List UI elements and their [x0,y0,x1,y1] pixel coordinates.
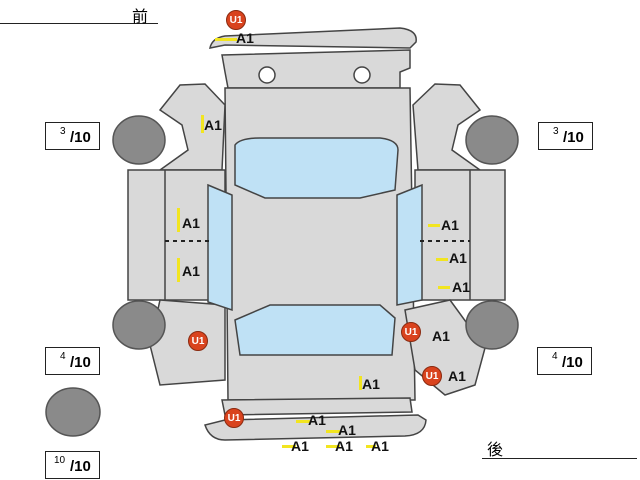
tread-value: 3 [60,126,66,137]
front-grille [221,49,411,89]
scratch-label: A1 [335,438,353,454]
tread-value: 4 [552,351,558,362]
tire-rear-right [465,300,519,350]
front-bumper [209,27,417,49]
right-headlight [353,66,371,84]
scratch-label: A1 [204,117,222,133]
rear-underline [482,458,637,459]
tire-spare [45,387,101,437]
tire-tread-spare: 10/10 [45,451,100,479]
scratch-bar [177,258,180,282]
tread-max: /10 [70,354,91,371]
scratch-bar [438,286,450,289]
right-window [396,183,423,306]
rear-bumper [204,414,427,441]
scratch-label: A1 [182,215,200,231]
dent-marker: U1 [226,10,246,30]
scratch-bar [201,115,204,133]
tread-value: 4 [60,351,66,362]
left-window [207,183,233,312]
scratch-bar [296,420,310,423]
scratch-bar [177,208,180,232]
scratch-label: A1 [448,368,466,384]
dent-marker: U1 [224,408,244,428]
tread-max: /10 [70,458,91,475]
front-underline [0,23,158,24]
scratch-label: A1 [362,376,380,392]
dent-marker: U1 [188,331,208,351]
scratch-label: A1 [449,250,467,266]
dent-marker: U1 [422,366,442,386]
tread-max: /10 [70,129,91,146]
front-label: 前 [132,9,149,26]
rear-label: 後 [487,442,504,459]
tire-tread-front-right: 3/10 [538,122,593,150]
scratch-bar [359,376,362,390]
scratch-bar [428,224,440,227]
scratch-bar [436,258,448,261]
scratch-label: A1 [182,263,200,279]
rear-window [234,304,396,356]
tread-max: /10 [562,354,583,371]
scratch-label: A1 [236,30,254,46]
scratch-bar [366,445,376,448]
scratch-label: A1 [291,438,309,454]
scratch-bar [215,38,237,41]
tire-tread-front-left: 3/10 [45,122,100,150]
tire-tread-rear-right: 4/10 [537,347,592,375]
scratch-label: A1 [308,412,326,428]
left-rear-fender [149,299,226,386]
dent-marker: U1 [401,322,421,342]
scratch-bar [326,430,340,433]
tread-value: 3 [553,126,559,137]
scratch-bar [282,445,296,448]
scratch-label: A1 [371,438,389,454]
tread-value: 10 [54,455,66,466]
tire-tread-rear-left: 4/10 [45,347,100,375]
tire-front-right [465,115,519,165]
scratch-label: A1 [441,217,459,233]
scratch-bar [326,445,340,448]
windshield [234,137,399,199]
left-headlight [258,66,276,84]
tire-rear-left [112,300,166,350]
tread-max: /10 [563,129,584,146]
scratch-label: A1 [432,328,450,344]
scratch-label: A1 [338,422,356,438]
scratch-label: A1 [452,279,470,295]
tire-front-left [112,115,166,165]
